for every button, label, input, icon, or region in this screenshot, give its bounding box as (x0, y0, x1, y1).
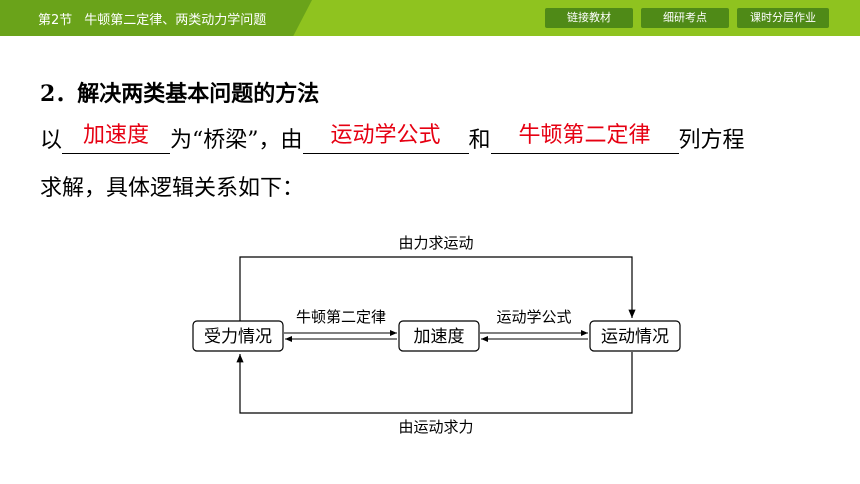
top-loop-arrow (239, 256, 636, 321)
text-segment: 以 (40, 128, 63, 153)
answer-blank-1: 加速度 (62, 123, 171, 154)
text-segment: 列方程 (678, 128, 745, 153)
box-force (192, 320, 284, 352)
section-name: 牛顿第二定律、两类动力学问题 (84, 13, 267, 28)
nav-link-textbook-button[interactable]: 链接教材 (545, 8, 633, 28)
box-force-label: 受力情况 (204, 327, 272, 347)
text-segment: 为“桥梁”，由 (170, 128, 303, 153)
bottom-loop-label: 由运动求力 (398, 418, 473, 436)
text-segment: 和 (468, 128, 491, 153)
nav-key-points-button[interactable]: 细研考点 (641, 8, 729, 28)
answer-blank-3: 牛顿第二定律 (490, 123, 679, 154)
answer-text-3: 牛顿第二定律 (518, 123, 651, 148)
box-motion-label: 运动情况 (601, 327, 669, 347)
left-arrow-label: 牛顿第二定律 (296, 308, 386, 326)
section-heading: 2．解决两类基本问题的方法 (40, 81, 320, 107)
section-title: 第2节牛顿第二定律、两类动力学问题 (38, 9, 266, 28)
box-motion (589, 320, 681, 352)
nav-homework-button[interactable]: 课时分层作业 (737, 8, 829, 28)
section-number: 第2节 (38, 13, 73, 28)
top-loop-label: 由力求运动 (398, 234, 473, 252)
right-arrow-label: 运动学公式 (496, 308, 571, 326)
answer-text-2: 运动学公式 (330, 123, 441, 148)
fill-in-sentence-line2: 求解，具体逻辑关系如下： (40, 176, 305, 201)
bottom-loop-arrow (236, 352, 633, 414)
section-tag (0, 0, 312, 36)
answer-text-1: 加速度 (83, 123, 150, 148)
box-acceleration (398, 320, 480, 352)
answer-blank-2: 运动学公式 (302, 123, 469, 154)
fill-in-sentence-line1: 以加速度为“桥梁”，由 运动学公式 和 牛顿第二定律 列方程 (40, 122, 745, 154)
box-acceleration-label: 加速度 (414, 327, 465, 347)
